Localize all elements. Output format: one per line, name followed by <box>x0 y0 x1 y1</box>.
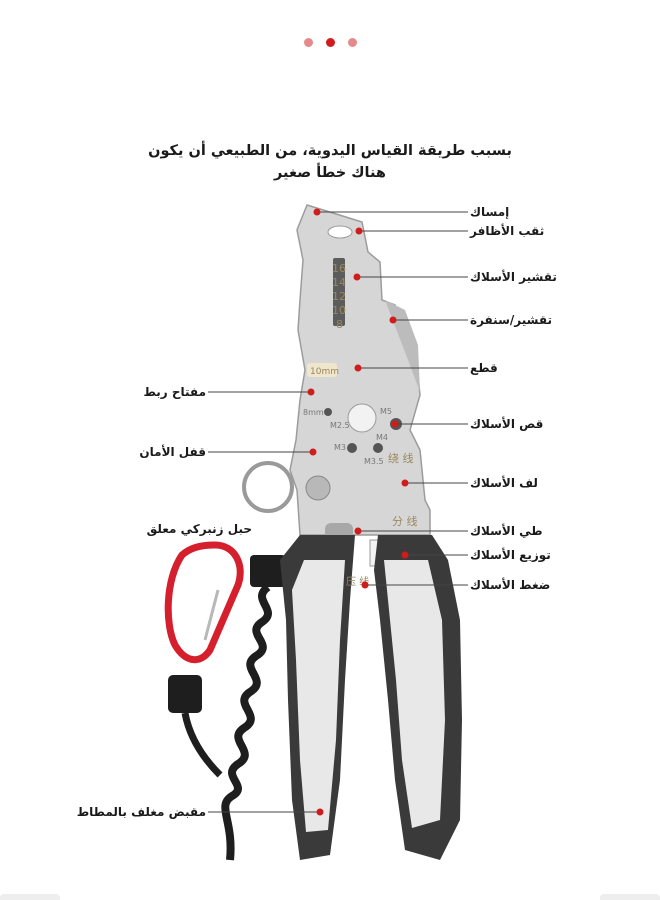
callout-wire-split: توزيع الأسلاك <box>470 548 551 562</box>
lanyard-clip-bottom <box>168 675 202 713</box>
cutting-blade <box>385 300 420 392</box>
pivot-bolt <box>347 403 377 433</box>
gauge-16: 16 <box>332 262 346 275</box>
callout-wrench: مفتاح ربط <box>143 385 206 399</box>
wrench-notch <box>307 363 337 377</box>
safety-lock-knob <box>305 475 331 501</box>
page-edge-shadow-right <box>600 894 660 900</box>
lanyard-clip-top <box>250 555 286 587</box>
callout-wire-fold: طي الأسلاك <box>470 524 543 538</box>
callout-wire-crimp: ضغط الأسلاك <box>470 578 551 592</box>
measurement-note-line1: بسبب طريقة القياس اليدوية، من الطبيعي أن… <box>148 143 512 159</box>
m4-label: M4 <box>376 433 388 442</box>
carabiner-gate <box>203 589 220 641</box>
callout-rubber-grip: مقبض مغلف بالمطاط <box>76 805 206 819</box>
stripping-notches <box>333 258 345 326</box>
callout-markers <box>307 208 409 816</box>
callout-grip: إمساك <box>470 205 510 219</box>
callout-cut: قطع <box>470 361 498 375</box>
carousel-dot[interactable] <box>348 38 357 47</box>
callout-strip-sand: تقشير/سنفرة <box>470 313 552 327</box>
split-engraving: 分 线 <box>392 514 418 528</box>
m25-label: M2.5 <box>330 421 350 430</box>
wrench-size-label: 10mm <box>310 367 339 377</box>
plier-head <box>289 204 431 567</box>
callout-nail-hole: ثقب الأظافر <box>470 224 545 238</box>
gauge-10: 10 <box>332 304 346 317</box>
wind-engraving: 绕 线 <box>388 451 414 465</box>
carousel-dot-active[interactable] <box>326 38 335 47</box>
hole-8mm-label: 8mm <box>303 408 324 417</box>
leader-lines <box>208 211 468 813</box>
callout-wire-shear: قص الأسلاك <box>470 417 544 431</box>
nail-hole <box>327 225 353 239</box>
carousel-indicator <box>300 36 360 48</box>
carousel-dot[interactable] <box>304 38 313 47</box>
callout-safety-lock: قفل الأمان <box>139 445 206 459</box>
tool-engravings: 16 14 12 10 8 10mm 8mm M2.5 M3 M3.5 M4 M… <box>303 262 418 588</box>
plier-handles <box>280 535 462 860</box>
gauge-14: 14 <box>332 276 346 289</box>
m5-label: M5 <box>380 407 392 416</box>
cord-link <box>181 712 223 778</box>
coiled-cord <box>221 583 272 861</box>
m3-label: M3 <box>334 443 346 452</box>
lanyard-drawing <box>164 461 294 861</box>
measurement-note-line2: هناك خطأ صغير <box>274 165 386 181</box>
left-handle-insert <box>292 560 345 832</box>
carabiner <box>164 541 244 663</box>
gauge-12: 12 <box>332 290 346 303</box>
callout-wire-wind: لف الأسلاك <box>470 476 538 490</box>
gauge-8: 8 <box>336 318 343 331</box>
key-ring <box>242 461 294 513</box>
page-edge-shadow-left <box>0 894 60 900</box>
callout-lanyard: حبل زنبركي معلق <box>146 522 252 536</box>
callout-wire-strip: تقشير الأسلاك <box>470 270 557 284</box>
right-handle-insert <box>384 560 445 828</box>
m35-label: M3.5 <box>364 457 384 466</box>
